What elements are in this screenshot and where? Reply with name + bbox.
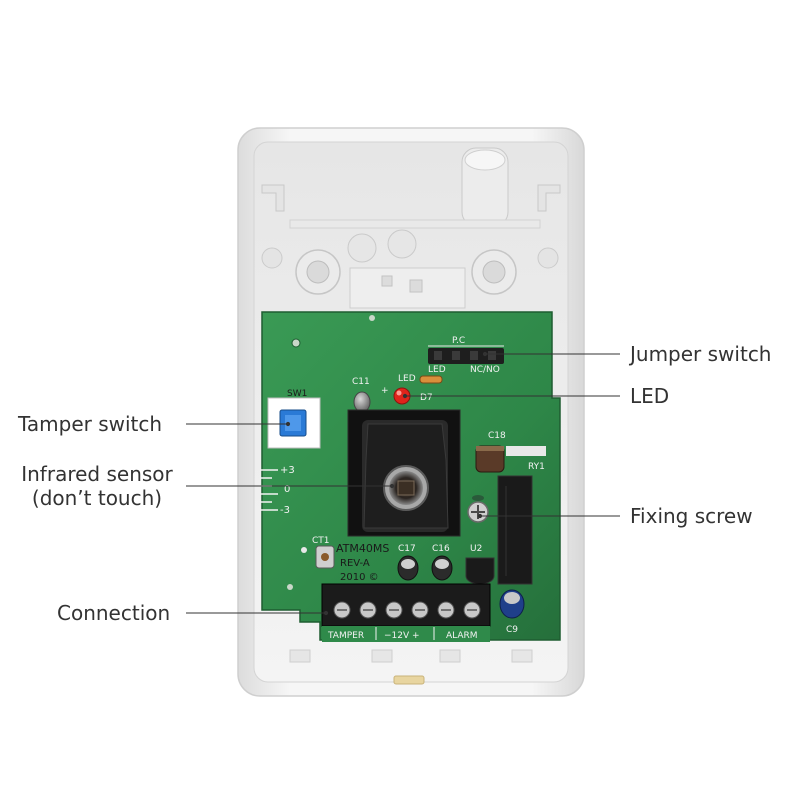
capacitor-c11: C11 <box>352 377 371 413</box>
c16-marking: C16 <box>432 544 450 554</box>
leader-lines <box>186 351 620 616</box>
led-label: LED <box>630 384 670 408</box>
ry1-marking: RY1 <box>528 462 545 472</box>
ct1-component: CT1 <box>301 536 335 569</box>
infrared-sensor <box>347 409 461 537</box>
ncno-marking: NC/NO <box>470 365 500 375</box>
fixing-screw <box>467 495 489 523</box>
capacitor-c18: C18 <box>475 431 506 473</box>
alarm-marking: ALARM <box>446 631 478 641</box>
c11-marking: C11 <box>352 377 370 387</box>
jumper-switch-label: Jumper switch <box>630 342 772 366</box>
fixing-screw-label: Fixing screw <box>630 504 753 528</box>
tamper-switch-label: Tamper switch <box>18 412 163 436</box>
year-marking: 2010 © <box>340 572 379 583</box>
infrared-sensor-label: Infrared sensor (don’t touch) <box>14 462 180 510</box>
capacitor-c9: C9 <box>499 589 525 635</box>
capacitor-c16: C16 <box>431 544 453 581</box>
model-marking: ATM40MS <box>336 542 389 555</box>
board-model-text: ATM40MS REV-A 2010 © <box>336 542 389 583</box>
infrared-sensor-label-line1: Infrared sensor <box>21 462 173 486</box>
d7-marking: D7 <box>420 393 433 403</box>
connection-label: Connection <box>57 601 171 625</box>
c9-marking: C9 <box>506 625 518 635</box>
relay-ry1: RY1 <box>497 446 546 585</box>
infrared-sensor-label-line2: (don’t touch) <box>31 486 163 510</box>
sensitivity-scale: +3 0 -3 <box>260 465 295 516</box>
led-top-marking: LED <box>398 374 416 384</box>
scale-zero-marking: 0 <box>284 484 290 495</box>
u2-marking: U2 <box>470 544 482 554</box>
connection-terminal-block[interactable]: TAMPER −12V + ALARM <box>321 583 491 642</box>
led-component: LED + D7 <box>381 374 443 405</box>
power-marking: −12V + <box>384 631 420 641</box>
tamper-switch[interactable]: SW1 <box>267 389 321 449</box>
ct1-marking: CT1 <box>312 536 330 546</box>
scale-plus-marking: +3 <box>280 465 295 476</box>
sw1-marking: SW1 <box>287 389 307 399</box>
svg-text:+: + <box>381 386 389 396</box>
c18-marking: C18 <box>488 431 506 441</box>
c17-marking: C17 <box>398 544 416 554</box>
jumper-led-marking: LED <box>428 365 446 375</box>
capacitor-c17: C17 <box>397 544 419 581</box>
pc-marking: P.C <box>452 336 465 346</box>
rev-marking: REV-A <box>340 558 370 569</box>
tamper-marking: TAMPER <box>327 631 364 641</box>
terminal-screws <box>333 601 481 619</box>
scale-minus-marking: -3 <box>280 505 290 516</box>
